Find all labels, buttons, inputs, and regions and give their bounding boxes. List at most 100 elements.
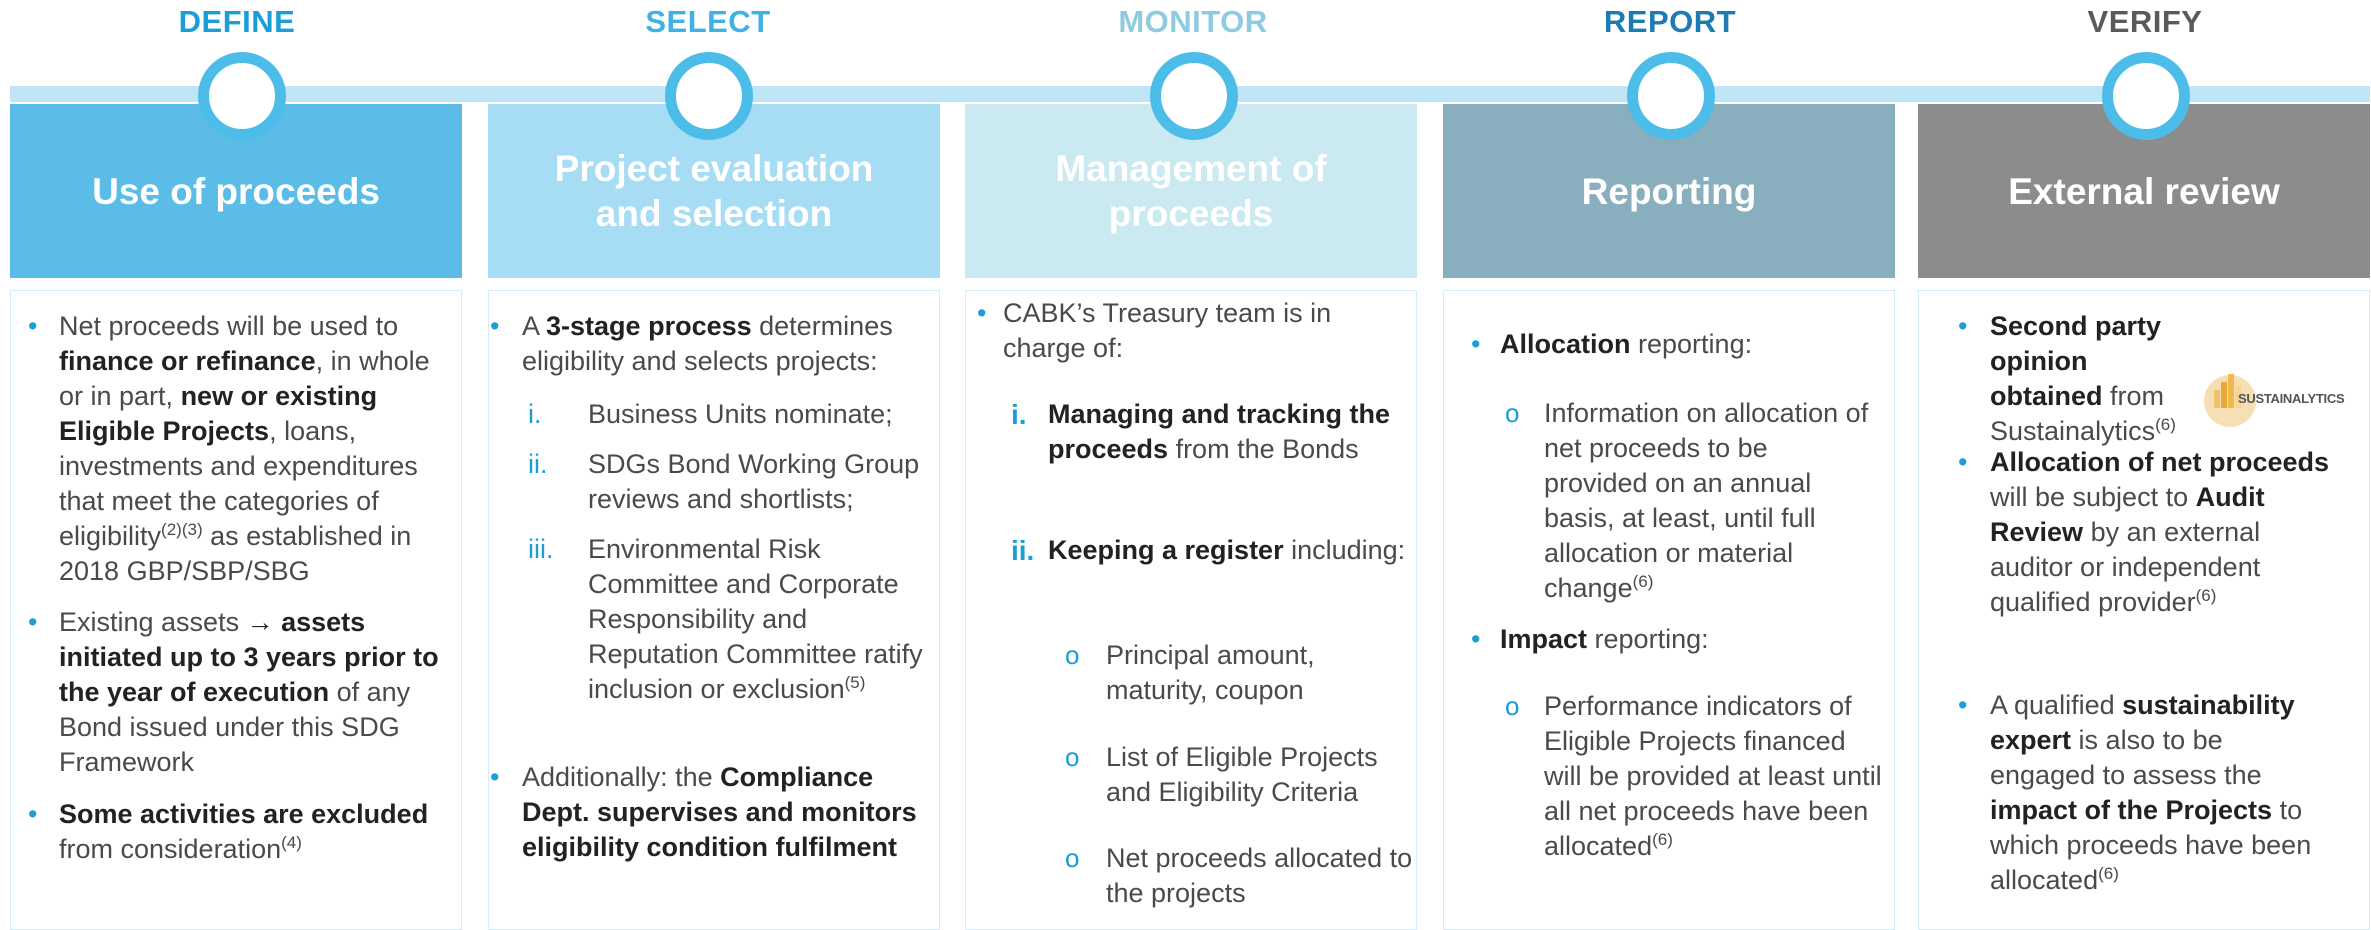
text-bold: Allocation bbox=[1500, 329, 1631, 359]
sub-bullet: o bbox=[1505, 398, 1520, 428]
col2-bullet-compliance: Additionally: the Compliance Dept. super… bbox=[522, 760, 942, 865]
text-bold: 3-stage process bbox=[546, 311, 752, 341]
text: reporting: bbox=[1630, 329, 1753, 359]
bullet: • bbox=[28, 799, 38, 829]
text: reporting: bbox=[1587, 624, 1709, 654]
footnote-ref: (4) bbox=[281, 833, 302, 852]
bullet: • bbox=[28, 607, 38, 637]
footnote-ref: (2)(3) bbox=[161, 520, 203, 539]
header-title: External review bbox=[2008, 170, 2280, 212]
phase-label-monitor: MONITOR bbox=[1118, 4, 1268, 39]
text: is also to be engaged to assess the bbox=[1990, 725, 2262, 790]
arrow-right-icon: → bbox=[246, 607, 274, 637]
sustainalytics-logo-icon bbox=[2204, 374, 2256, 427]
phase-label-report: REPORT bbox=[1603, 4, 1737, 39]
list-number: ii. bbox=[528, 449, 548, 479]
phase-circle-select bbox=[665, 52, 753, 140]
col4-sub-allocation-info: Information on allocation of net proceed… bbox=[1544, 396, 1874, 606]
bullet: • bbox=[490, 762, 500, 792]
text: by an external auditor or independent qu… bbox=[1990, 517, 2261, 617]
text: from consideration bbox=[59, 834, 282, 864]
list-number: iii. bbox=[528, 534, 554, 564]
list-number: i. bbox=[528, 399, 542, 429]
bullet: • bbox=[977, 298, 987, 328]
header-title: Project evaluation and selection bbox=[554, 148, 874, 234]
col3-item-managing: Managing and tracking the proceeds from … bbox=[1048, 397, 1408, 467]
footnote-ref: (6) bbox=[2098, 864, 2119, 883]
text: , in whole or in part, bbox=[59, 346, 430, 411]
text-bold: Managing and tracking the proceeds bbox=[1048, 399, 1391, 464]
header-title: Reporting bbox=[1581, 170, 1757, 212]
col2-item-nominate: Business Units nominate; bbox=[588, 399, 893, 429]
footnote-ref: (6) bbox=[2155, 415, 2176, 434]
text: determines eligibility and selects proje… bbox=[522, 311, 893, 376]
col1-bullet-existing-assets: Existing assets → assets initiated up to… bbox=[59, 605, 454, 780]
bullet: • bbox=[1471, 624, 1481, 654]
text: from Sustainalytics bbox=[1990, 381, 2165, 446]
phase-circle-monitor bbox=[1150, 52, 1238, 140]
text: Existing assets bbox=[59, 607, 247, 637]
text-bold: Some activities are excluded bbox=[59, 799, 429, 829]
sustainalytics-logo-text: SUSTAINALYTICS bbox=[2238, 391, 2345, 406]
col3-sub-eligible-projects: List of Eligible Projects and Eligibilit… bbox=[1106, 742, 1378, 807]
text: Net proceeds will be used to bbox=[59, 311, 399, 341]
col2-item-review: SDGs Bond Working Group reviews and shor… bbox=[588, 449, 920, 514]
phase-label-define: DEFINE bbox=[178, 4, 296, 39]
text: A qualified bbox=[1990, 690, 2123, 720]
sub-bullet: o bbox=[1065, 742, 1080, 772]
header-title: Management of proceeds bbox=[1055, 148, 1327, 234]
col4-sub-impact-info: Performance indicators of Eligible Proje… bbox=[1544, 689, 1884, 864]
col5-bullet-sustainability-expert: A qualified sustainability expert is als… bbox=[1990, 688, 2335, 898]
text: Information on allocation of net proceed… bbox=[1544, 398, 1869, 603]
text: Performance indicators of Eligible Proje… bbox=[1544, 691, 1882, 861]
bullet: • bbox=[490, 311, 500, 341]
text-bold: new or existing Eligible Projects bbox=[59, 381, 378, 446]
bullet: • bbox=[1958, 690, 1968, 720]
bullet: • bbox=[28, 311, 38, 341]
sub-bullet: o bbox=[1065, 640, 1080, 670]
header-title: Use of proceeds bbox=[92, 170, 380, 212]
text-bold: Compliance Dept. supervises and monitors… bbox=[522, 762, 917, 862]
header-use-of-proceeds: Use of proceeds bbox=[10, 104, 462, 278]
phase-label-verify: VERIFY bbox=[2087, 4, 2203, 39]
col3-sub-principal: Principal amount, maturity, coupon bbox=[1106, 640, 1315, 705]
text-bold: finance or refinance bbox=[59, 346, 316, 376]
phase-circle-report bbox=[1627, 52, 1715, 140]
col2-bullet-3-stage: A 3-stage process determines eligibility… bbox=[522, 309, 942, 379]
phase-circle-verify bbox=[2102, 52, 2190, 140]
text: including: bbox=[1283, 535, 1406, 565]
list-number: ii. bbox=[1011, 535, 1035, 566]
col2-item-ratify: Environmental Risk Committee and Corpora… bbox=[588, 532, 938, 707]
text: as established in 2018 GBP/SBP/SBG bbox=[59, 521, 412, 586]
text: Environmental Risk Committee and Corpora… bbox=[588, 534, 923, 704]
text-bold: Keeping a register bbox=[1048, 535, 1284, 565]
text: A bbox=[522, 311, 547, 341]
phase-label-select: SELECT bbox=[645, 4, 771, 39]
bullet: • bbox=[1958, 447, 1968, 477]
col5-bullet-audit: Allocation of net proceeds will be subje… bbox=[1990, 445, 2335, 620]
text: Additionally: the bbox=[522, 762, 721, 792]
col3-sub-net-proceeds: Net proceeds allocated to the projects bbox=[1106, 843, 1413, 908]
text-bold: Audit Review bbox=[1990, 482, 2265, 547]
sustainalytics-logo: SUSTAINALYTICS bbox=[2204, 368, 2345, 428]
text-bold: impact of the Projects bbox=[1990, 795, 2273, 825]
sub-bullet: o bbox=[1505, 691, 1520, 721]
footnote-ref: (6) bbox=[1632, 572, 1654, 591]
footnote-ref: (5) bbox=[844, 673, 866, 692]
col1-bullet-exclusions: Some activities are excluded from consid… bbox=[59, 797, 454, 867]
bullet: • bbox=[1958, 311, 1968, 341]
text: , loans, investments and expenditures th… bbox=[59, 416, 418, 551]
col3-item-register: Keeping a register including: bbox=[1048, 533, 1408, 568]
text-bold: Allocation of net proceeds bbox=[1990, 447, 2330, 477]
text: of any Bond issued under this SDG Framew… bbox=[59, 677, 411, 777]
text: will be subject to bbox=[1990, 482, 2196, 512]
footnote-ref: (6) bbox=[1652, 830, 1673, 849]
sub-bullet: o bbox=[1065, 843, 1080, 873]
body-box-management bbox=[965, 290, 1417, 930]
text: from the Bonds bbox=[1168, 434, 1359, 464]
footnote-ref: (6) bbox=[2195, 586, 2217, 605]
text-bold: sustainability expert bbox=[1990, 690, 2295, 755]
text-bold: Second party opinion obtained bbox=[1990, 311, 2162, 411]
col1-bullet-net-proceeds: Net proceeds will be used to finance or … bbox=[59, 309, 454, 589]
text: to which proceeds have been allocated bbox=[1990, 795, 2312, 895]
